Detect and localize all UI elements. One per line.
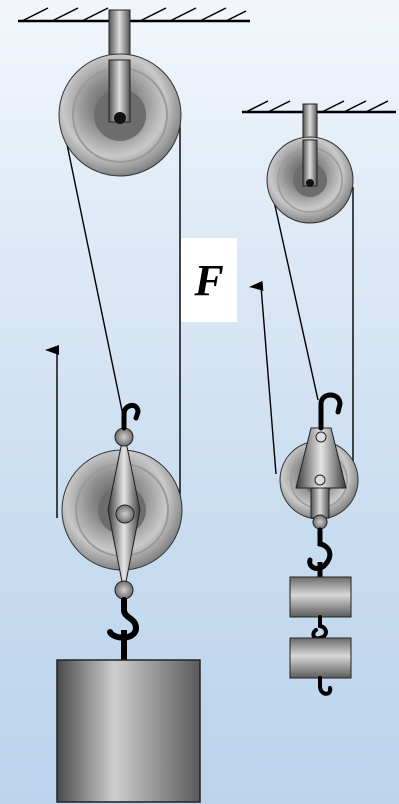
left-fixed-pulley	[58, 53, 182, 177]
left-ceiling	[18, 7, 250, 23]
right-top-hook	[318, 392, 343, 431]
right-bottom-hook	[307, 527, 333, 571]
right-weight-hook	[318, 676, 333, 696]
left-bottom-hook	[107, 597, 140, 641]
right-weight-link	[311, 615, 328, 641]
right-fixed-pulley	[266, 136, 354, 224]
left-top-hook	[121, 403, 141, 431]
right-motion-arrow	[249, 280, 277, 475]
left-ropes	[62, 123, 181, 515]
right-movable-pulley	[279, 427, 359, 530]
right-ropes	[271, 187, 354, 480]
right-weight-upper	[289, 576, 352, 618]
right-weight-lower	[289, 637, 352, 679]
left-load-block	[56, 659, 201, 803]
right-ceiling	[242, 100, 396, 114]
left-movable-pulley	[61, 427, 183, 600]
force-label: F	[181, 238, 237, 322]
